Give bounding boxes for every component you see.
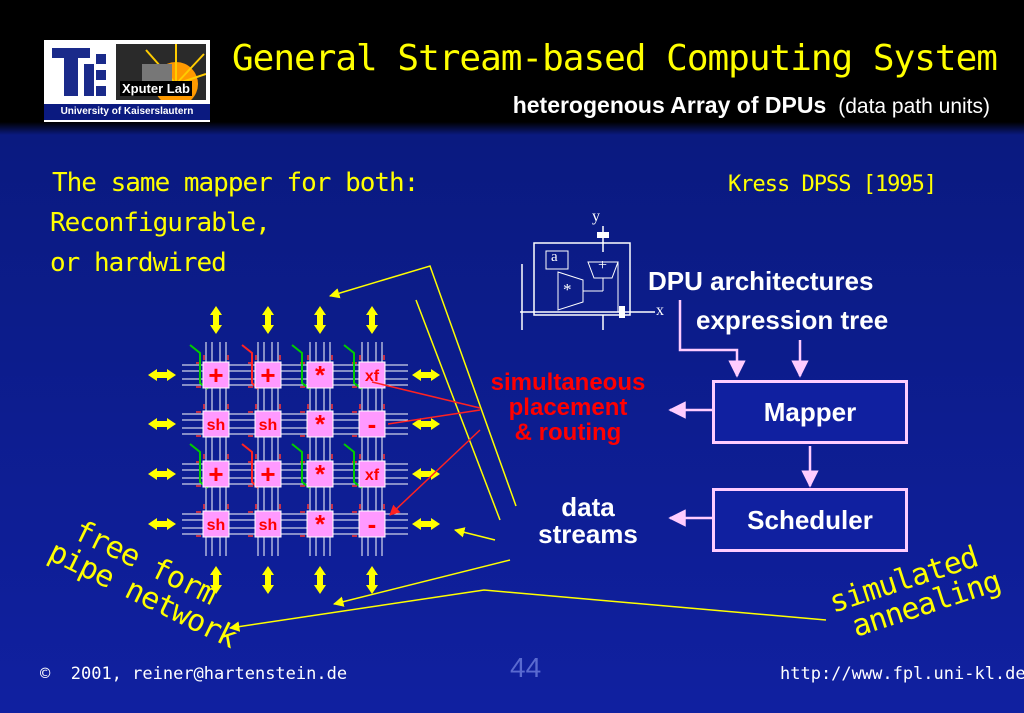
dpu-add-label: + <box>598 257 608 274</box>
dpu-op-3-0: sh <box>207 517 226 534</box>
page-subtitle: heterogenous Array of DPUs (data path uni… <box>340 92 990 119</box>
dpu-x-register <box>619 306 625 318</box>
mapper-box: Mapper <box>712 380 908 444</box>
placement-line-3: & routing <box>514 419 622 446</box>
dpu-op-2-2: * <box>315 459 326 489</box>
route-green-c-0 <box>343 344 363 390</box>
footer-copyright: © 2001, reiner@hartenstein.de <box>40 664 347 684</box>
dpu-op-0-0: + <box>208 360 223 390</box>
port-left-3 <box>148 518 176 530</box>
reference-citation: Kress DPSS [1995] <box>728 172 937 197</box>
data-streams-label: data streams <box>520 494 656 548</box>
port-right-3 <box>412 518 440 530</box>
port-top-1 <box>262 306 274 334</box>
port-top-0 <box>210 306 222 334</box>
scheduler-box: Scheduler <box>712 488 908 552</box>
dpu-op-1-2: * <box>315 409 326 439</box>
intro-line-3: or hardwired <box>50 248 227 278</box>
logo-university-text: University of Kaiserslautern <box>44 104 210 120</box>
dpu-a-label: a <box>551 249 558 265</box>
dpu-y-label: y <box>592 208 600 225</box>
dpu-op-1-3: - <box>368 409 377 439</box>
route-green-b-2 <box>291 443 311 489</box>
dpu-array: + + * xf sh sh * - + + * xf sh sh * - <box>148 306 440 594</box>
footer-url[interactable]: http://www.fpl.uni-kl.de <box>780 664 1024 684</box>
dpu-op-1-0: sh <box>207 417 226 434</box>
dpu-cell-1-1 <box>254 410 282 438</box>
dpu-op-0-1: + <box>260 360 275 390</box>
dpu-cell-2-2 <box>306 460 334 488</box>
port-bottom-3 <box>366 566 378 594</box>
dpu-cell-2-0 <box>202 460 230 488</box>
page-title: General Stream-based Computing System <box>232 38 998 79</box>
placement-line-2: placement <box>508 394 628 421</box>
dpu-architectures-label: DPU architectures <box>648 266 874 296</box>
dpu-op-2-1: + <box>260 459 275 489</box>
dpu-y-register <box>597 232 609 238</box>
logo-lab-text: Xputer Lab <box>120 81 192 96</box>
dpu-cell-3-1 <box>254 510 282 538</box>
dpu-op-0-3: xf <box>365 368 380 385</box>
routing-lines <box>371 381 481 516</box>
dpu-op-0-2: * <box>315 360 326 390</box>
data-streams-line-2: streams <box>538 519 638 549</box>
port-bottom-1 <box>262 566 274 594</box>
dpu-cell-0-2 <box>306 361 334 389</box>
dpu-op-1-1: sh <box>259 417 278 434</box>
port-left-2 <box>148 468 176 480</box>
logo-ti-mark <box>48 44 110 100</box>
dpu-cell-2-3 <box>358 460 386 488</box>
dpu-cell-3-0 <box>202 510 230 538</box>
port-left-1 <box>148 418 176 430</box>
dpu-op-3-2: * <box>315 509 326 539</box>
port-bottom-2 <box>314 566 326 594</box>
subtitle-main: heterogenous Array of DPUs <box>512 92 827 118</box>
port-bottom-0 <box>210 566 222 594</box>
dpu-cell-3-3 <box>358 510 386 538</box>
copyright-symbol: © <box>40 664 51 684</box>
intro-line-1: The same mapper for both: <box>52 168 419 198</box>
port-top-2 <box>314 306 326 334</box>
dpu-op-3-1: sh <box>259 517 278 534</box>
dpu-cell-1-2 <box>306 410 334 438</box>
dpu-a-register <box>545 250 569 270</box>
dpu-adder <box>587 261 619 279</box>
dpu-cell-0-1 <box>254 361 282 389</box>
dpu-cell-0-0 <box>202 361 230 389</box>
intro-line-2: Reconfigurable, <box>50 208 271 238</box>
port-right-1 <box>412 418 440 430</box>
port-top-3 <box>366 306 378 334</box>
subtitle-note: (data path units) <box>838 95 990 118</box>
dpu-inset <box>520 226 655 330</box>
dpu-cell-2-1 <box>254 460 282 488</box>
dpu-multiplier <box>557 271 584 311</box>
port-right-0 <box>412 369 440 381</box>
page-number: 44 <box>510 652 542 683</box>
route-green-c-2 <box>343 443 363 489</box>
mapper-connection-lines <box>228 265 827 632</box>
port-left-0 <box>148 369 176 381</box>
port-right-2 <box>412 468 440 480</box>
dpu-mult-label: * <box>563 280 572 299</box>
expression-tree-label: expression tree <box>696 305 889 335</box>
data-streams-line-1: data <box>561 492 615 522</box>
route-green-b-0 <box>291 344 311 390</box>
placement-line-1: simultaneous <box>490 369 646 396</box>
logo-xputer-image: Xputer Lab <box>116 44 206 100</box>
dpu-x-label: x <box>656 302 664 319</box>
dpu-cell-1-3 <box>358 410 386 438</box>
placement-routing-label: simultaneous placement & routing <box>460 370 676 445</box>
dpu-cell-1-0 <box>202 410 230 438</box>
flow-arrows <box>668 300 819 527</box>
dpu-op-2-0: + <box>208 459 223 489</box>
dpu-op-2-3: xf <box>365 467 380 484</box>
copyright-text: 2001, reiner@hartenstein.de <box>70 664 348 684</box>
dpu-inset-frame <box>533 242 631 316</box>
dpu-cell-3-2 <box>306 510 334 538</box>
dpu-op-3-3: - <box>368 509 377 539</box>
